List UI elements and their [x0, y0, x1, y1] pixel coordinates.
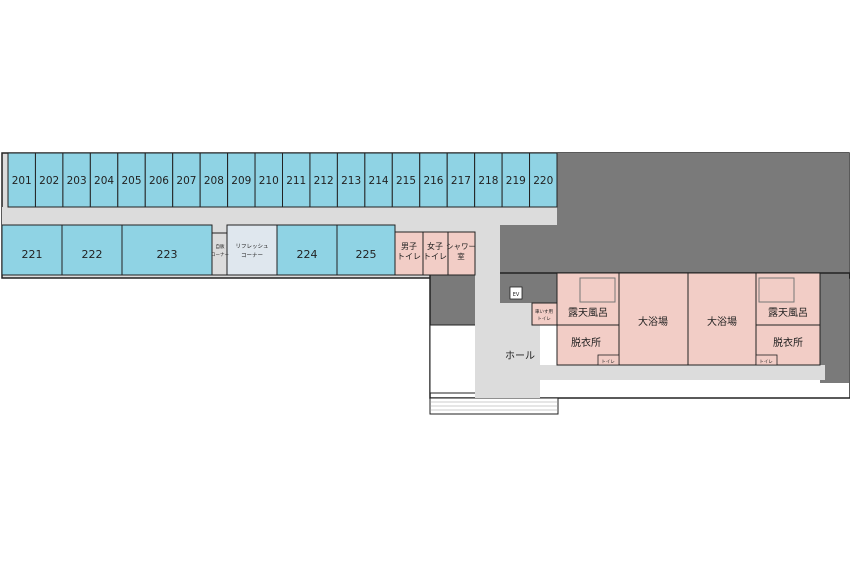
outdoor-bath-left-tub	[579, 277, 616, 303]
room-206[interactable]	[144, 152, 174, 208]
room-221[interactable]	[1, 224, 63, 276]
service-area-stair	[500, 225, 557, 273]
womens-toilet-label-2: トイレ	[423, 252, 447, 261]
room-218[interactable]	[474, 152, 503, 208]
room-205[interactable]	[117, 152, 146, 208]
room-213-label: 213	[341, 175, 361, 187]
room-218-label: 218	[478, 175, 498, 187]
room-214[interactable]	[364, 152, 393, 208]
service-area-ev	[500, 273, 557, 303]
hall-area	[475, 303, 540, 398]
big-bath-right[interactable]	[687, 272, 757, 366]
shower-room[interactable]	[447, 231, 476, 276]
room-210[interactable]	[254, 152, 284, 208]
bath-toilet-right-label: トイレ	[759, 360, 773, 365]
room-204-label: 204	[94, 175, 114, 187]
room-208[interactable]	[199, 152, 229, 208]
room-203[interactable]	[62, 152, 91, 208]
room-216-label: 216	[423, 175, 443, 187]
room-217-label: 217	[451, 175, 471, 187]
room-224-label: 224	[297, 248, 318, 261]
accessible-toilet-label-2: トイレ	[537, 317, 551, 322]
ev-label: EV	[513, 292, 520, 298]
room-225-label: 225	[356, 248, 377, 261]
room-213[interactable]	[336, 152, 366, 208]
room-216[interactable]	[419, 152, 448, 208]
room-212[interactable]	[309, 152, 338, 208]
mens-toilet-label-1: 男子	[401, 242, 417, 251]
room-224[interactable]	[276, 224, 338, 276]
womens-toilet-label-1: 女子	[427, 241, 443, 251]
room-215-label: 215	[396, 175, 416, 187]
room-202-label: 202	[39, 175, 59, 187]
room-222-label: 222	[82, 248, 103, 261]
accessible-toilet[interactable]	[531, 302, 558, 326]
room-219[interactable]	[501, 152, 531, 208]
room-207-label: 207	[176, 175, 196, 187]
ev-box	[509, 286, 523, 300]
room-220-label: 220	[533, 175, 553, 187]
outdoor-bath-left-label: 露天風呂	[568, 307, 608, 319]
mens-toilet-label-2: トイレ	[397, 252, 421, 261]
room-223-label: 223	[157, 248, 178, 261]
room-210-label: 210	[259, 175, 279, 187]
bath-toilet-left[interactable]	[597, 354, 620, 366]
bath-toilet-left-label: トイレ	[601, 360, 615, 365]
room-201[interactable]	[7, 152, 36, 208]
room-209-label: 209	[231, 175, 251, 187]
room-207[interactable]	[172, 152, 201, 208]
room-201-label: 201	[12, 175, 32, 187]
bath-area	[509, 272, 821, 366]
outdoor-bath-right[interactable]	[755, 272, 821, 326]
bath-corridor	[540, 365, 825, 380]
refresh-label-1: リフレッシュ	[235, 243, 268, 250]
big-bath-right-label: 大浴場	[707, 315, 737, 328]
refresh-corner[interactable]	[226, 224, 278, 276]
big-bath-left[interactable]	[618, 272, 689, 366]
mens-toilet[interactable]	[394, 231, 424, 276]
room-labels-top: 201 202 203 204 205 206 207 208 209 210 211 212 213 2…	[12, 175, 554, 187]
room-221-label: 221	[22, 248, 43, 261]
entrance-steps-lines	[430, 401, 558, 411]
hall-label: ホール	[505, 350, 535, 362]
rooms-bottom-row	[1, 224, 476, 276]
dressing-right-label: 脱衣所	[773, 336, 803, 349]
outdoor-bath-right-tub	[758, 277, 795, 303]
dressing-left-label: 脱衣所	[571, 336, 601, 349]
room-211[interactable]	[282, 152, 311, 208]
room-205-label: 205	[122, 175, 142, 187]
room-209[interactable]	[227, 152, 256, 208]
service-area-right	[557, 153, 849, 273]
room-212-label: 212	[314, 175, 334, 187]
service-area-mid	[430, 275, 475, 325]
refresh-label-2: コーナー	[241, 252, 263, 259]
room-208-label: 208	[204, 175, 224, 187]
outdoor-bath-left[interactable]	[556, 272, 620, 326]
room-206-label: 206	[149, 175, 169, 187]
big-bath-left-label: 大浴場	[638, 315, 668, 328]
shower-label-2: 室	[457, 251, 465, 261]
womens-toilet[interactable]	[422, 231, 449, 276]
main-corridor	[2, 207, 557, 225]
outdoor-bath-right-label: 露天風呂	[768, 307, 808, 319]
room-220[interactable]	[529, 152, 558, 208]
room-225[interactable]	[336, 224, 396, 276]
accessible-toilet-label-1: 車いす用	[535, 308, 553, 315]
service-area-right-lower	[820, 270, 849, 383]
room-211-label: 211	[286, 175, 306, 187]
vending-label-1: 自販	[216, 243, 225, 250]
room-217[interactable]	[446, 152, 476, 208]
rooms-top-row	[7, 152, 558, 208]
room-203-label: 203	[67, 175, 87, 187]
room-219-label: 219	[506, 175, 526, 187]
shower-label-1: シャワー	[446, 242, 476, 251]
vending-label-2: コーナー	[211, 252, 229, 258]
bath-toilet-right[interactable]	[755, 354, 778, 366]
room-214-label: 214	[369, 175, 389, 187]
room-204[interactable]	[89, 152, 119, 208]
